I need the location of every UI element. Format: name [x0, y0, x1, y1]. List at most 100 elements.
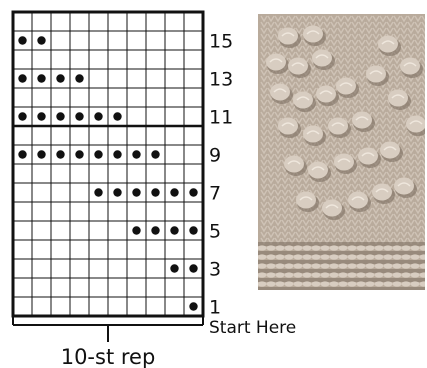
- garter-bump: [375, 272, 384, 277]
- knitted-bobble: [388, 90, 408, 107]
- row-number-label: 7: [209, 183, 221, 205]
- garter-bump: [321, 245, 330, 250]
- garter-bump: [330, 263, 339, 268]
- row-number-label: 1: [209, 297, 221, 319]
- garter-bump: [267, 263, 276, 268]
- bobble-dot: [189, 302, 197, 310]
- garter-bump: [357, 272, 366, 277]
- garter-bump: [321, 263, 330, 268]
- garter-bump: [276, 254, 285, 259]
- garter-bump: [411, 272, 420, 277]
- garter-bump: [402, 281, 411, 286]
- swatch-illustration: [258, 14, 425, 290]
- bobble-dot: [37, 150, 45, 158]
- garter-bump: [267, 254, 276, 259]
- bobble-dot: [151, 226, 159, 234]
- garter-bump: [357, 281, 366, 286]
- garter-bump: [402, 263, 411, 268]
- knitted-bobble: [303, 126, 323, 143]
- garter-ridge: [258, 251, 425, 255]
- garter-bump: [339, 263, 348, 268]
- knitted-bobble: [352, 112, 372, 129]
- garter-bump: [411, 254, 420, 259]
- bobble-dot: [37, 112, 45, 120]
- bobble-dot: [18, 112, 26, 120]
- knitted-bobble: [336, 78, 356, 95]
- garter-bump: [267, 281, 276, 286]
- garter-bump: [375, 281, 384, 286]
- garter-bump: [321, 281, 330, 286]
- bobble-dot: [189, 264, 197, 272]
- knitted-bobble: [328, 118, 348, 135]
- knitted-swatch-photo: [258, 14, 425, 290]
- garter-bump: [303, 245, 312, 250]
- bobble-dot: [94, 188, 102, 196]
- garter-bump: [384, 254, 393, 259]
- garter-bump: [330, 281, 339, 286]
- garter-bump: [366, 272, 375, 277]
- knitted-bobble: [278, 28, 298, 45]
- garter-bump: [321, 272, 330, 277]
- garter-bump: [312, 245, 321, 250]
- knitted-bobble: [348, 192, 368, 209]
- garter-bump: [294, 272, 303, 277]
- garter-bump: [357, 263, 366, 268]
- knitted-bobble: [278, 118, 298, 135]
- garter-bump: [294, 245, 303, 250]
- knitted-bobble: [288, 58, 308, 75]
- garter-bump: [348, 254, 357, 259]
- garter-bump: [366, 245, 375, 250]
- row-number-label: 11: [209, 107, 233, 129]
- bobble-dot: [113, 150, 121, 158]
- garter-ridge: [258, 278, 425, 282]
- garter-bump: [411, 263, 420, 268]
- bobble-dot: [189, 188, 197, 196]
- knitted-bobble: [334, 154, 354, 171]
- garter-bump: [285, 245, 294, 250]
- garter-bump: [375, 245, 384, 250]
- garter-bump: [285, 263, 294, 268]
- bobble-dot: [18, 74, 26, 82]
- knitted-bobble: [358, 148, 378, 165]
- bobble-dot: [56, 112, 64, 120]
- garter-ridge: [258, 260, 425, 264]
- knitted-bobble: [400, 58, 420, 75]
- bobble-dot: [132, 188, 140, 196]
- garter-bump: [348, 281, 357, 286]
- garter-bump: [312, 263, 321, 268]
- garter-bump: [285, 281, 294, 286]
- knitted-bobble: [380, 142, 400, 159]
- garter-ridge: [258, 287, 425, 290]
- knitted-bobble: [312, 50, 332, 67]
- garter-bump: [366, 281, 375, 286]
- garter-ridge: [258, 242, 425, 246]
- knitted-bobble: [308, 162, 328, 179]
- garter-bump: [375, 254, 384, 259]
- garter-bump: [357, 254, 366, 259]
- garter-bump: [294, 254, 303, 259]
- garter-bump: [402, 272, 411, 277]
- bobble-dot: [94, 150, 102, 158]
- garter-bump: [393, 272, 402, 277]
- garter-bump: [411, 281, 420, 286]
- garter-bump: [384, 245, 393, 250]
- garter-bump: [366, 254, 375, 259]
- garter-bump: [339, 254, 348, 259]
- garter-bump: [267, 245, 276, 250]
- row-number-label: 3: [209, 259, 221, 281]
- garter-bump: [339, 245, 348, 250]
- garter-bump: [267, 272, 276, 277]
- garter-bump: [339, 272, 348, 277]
- start-here-label: Start Here: [209, 318, 296, 338]
- garter-bump: [375, 263, 384, 268]
- garter-bump: [312, 272, 321, 277]
- knitted-bobble: [372, 184, 392, 201]
- garter-bump: [384, 272, 393, 277]
- row-number-label: 9: [209, 145, 221, 167]
- garter-bump: [276, 281, 285, 286]
- garter-bump: [393, 254, 402, 259]
- garter-bump: [303, 281, 312, 286]
- knitted-bobble: [378, 36, 398, 53]
- garter-bump: [330, 254, 339, 259]
- garter-bump: [330, 245, 339, 250]
